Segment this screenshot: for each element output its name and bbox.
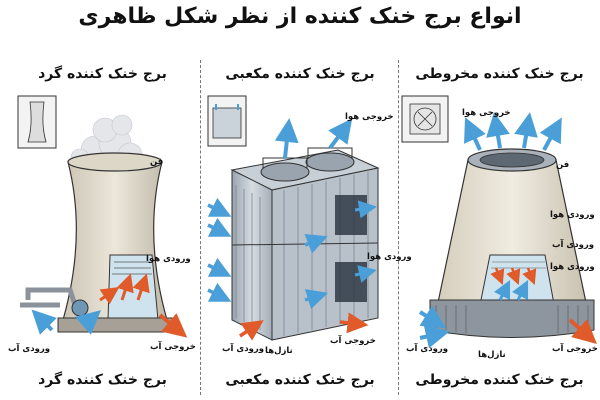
cubic-label-water-out: خروجی آب	[330, 336, 376, 346]
round-heading: برج خنک کننده گرد	[38, 66, 167, 82]
cubic-heading: برج خنک کننده مکعبی	[225, 66, 375, 82]
conical-label-water-in: ورودی آب	[552, 240, 595, 250]
conical-heading: برج خنک کننده مخروطی	[415, 66, 584, 82]
conical-label-water-out: خروجی آب	[552, 344, 598, 354]
divider-right	[398, 60, 399, 395]
conical-label-nozzles: نازل‌ها	[478, 350, 506, 360]
conical-label-air-in: ورودی هوا	[550, 210, 595, 220]
diagram-title: انواع برج خنک کننده از نظر شکل ظاهری	[78, 4, 522, 29]
conical-tower	[401, 95, 597, 349]
round-label-water-out: خروجی آب	[150, 342, 196, 352]
conical-label-water-in-bottom: ورودی آب	[406, 344, 449, 354]
round-label-fan: فن	[150, 157, 164, 167]
cubic-label-nozzles: نازل‌ها	[265, 346, 293, 356]
cubic-tower	[207, 95, 380, 341]
round-label-air-in: ورودی هوا	[146, 254, 191, 264]
round-caption: برج خنک کننده گرد	[38, 372, 167, 388]
round-tower	[17, 95, 188, 338]
cubic-fans	[260, 147, 355, 182]
cubic-label-air-in: ورودی هوا	[367, 252, 412, 262]
conical-caption: برج خنک کننده مخروطی	[415, 372, 584, 388]
conical-label-air-in-2: ورودی هوا	[550, 262, 595, 272]
conical-label-fan: فن	[556, 160, 570, 170]
round-label-water-in: ورودی آب	[8, 344, 51, 354]
cubic-label-air-out: خروجی هوا	[345, 112, 394, 122]
conical-label-air-out: خروجی هوا	[462, 108, 511, 118]
cubic-label-water-in: ورودی آب	[222, 344, 265, 354]
cubic-caption: برج خنک کننده مکعبی	[225, 372, 375, 388]
divider-left	[200, 60, 201, 395]
